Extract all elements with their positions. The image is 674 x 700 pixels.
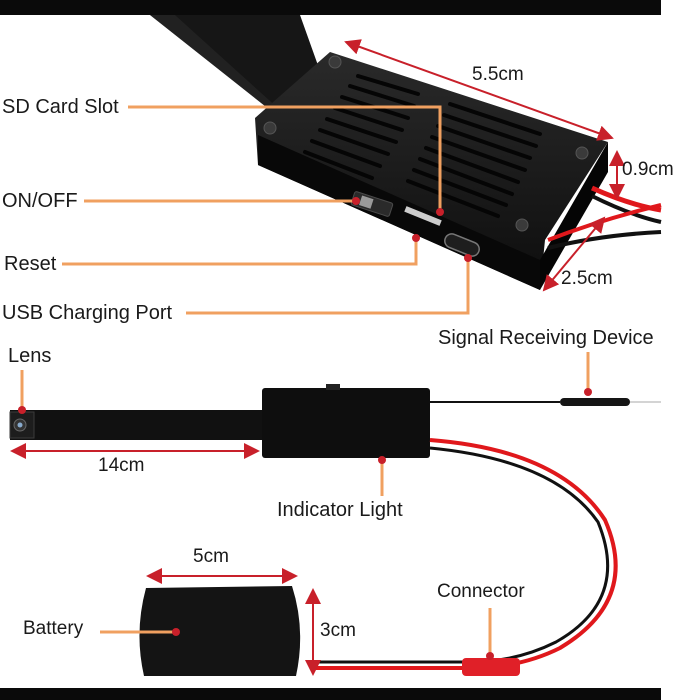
label-signal-receiving-device: Signal Receiving Device (438, 327, 654, 349)
label-usb-charging-port: USB Charging Port (2, 302, 173, 324)
dim-label-14cm: 14cm (98, 455, 145, 476)
top-frame-bar (0, 0, 661, 15)
label-connector: Connector (437, 581, 525, 602)
callout-usb-port (186, 258, 470, 315)
kit-overview (9, 384, 661, 676)
label-on-off: ON/OFF (2, 190, 78, 212)
label-reset: Reset (4, 253, 57, 275)
module-closeup (150, 15, 662, 290)
label-sd-card-slot: SD Card Slot (2, 96, 119, 118)
bottom-frame-bar (0, 688, 661, 700)
label-battery: Battery (23, 618, 84, 639)
dim-line-2-5cm (542, 216, 606, 292)
dim-line-5-5cm (344, 39, 614, 141)
dim-label-5-5cm: 5.5cm (472, 64, 524, 85)
callout-sd-card-slot (128, 105, 442, 212)
label-indicator-light: Indicator Light (277, 499, 403, 521)
label-lens: Lens (8, 345, 52, 367)
dim-label-0-9cm: 0.9cm (622, 159, 674, 180)
dim-label-3cm: 3cm (320, 620, 356, 641)
callout-reset (62, 238, 418, 266)
dim-label-5cm: 5cm (193, 546, 229, 567)
dim-label-2-5cm: 2.5cm (561, 268, 613, 289)
